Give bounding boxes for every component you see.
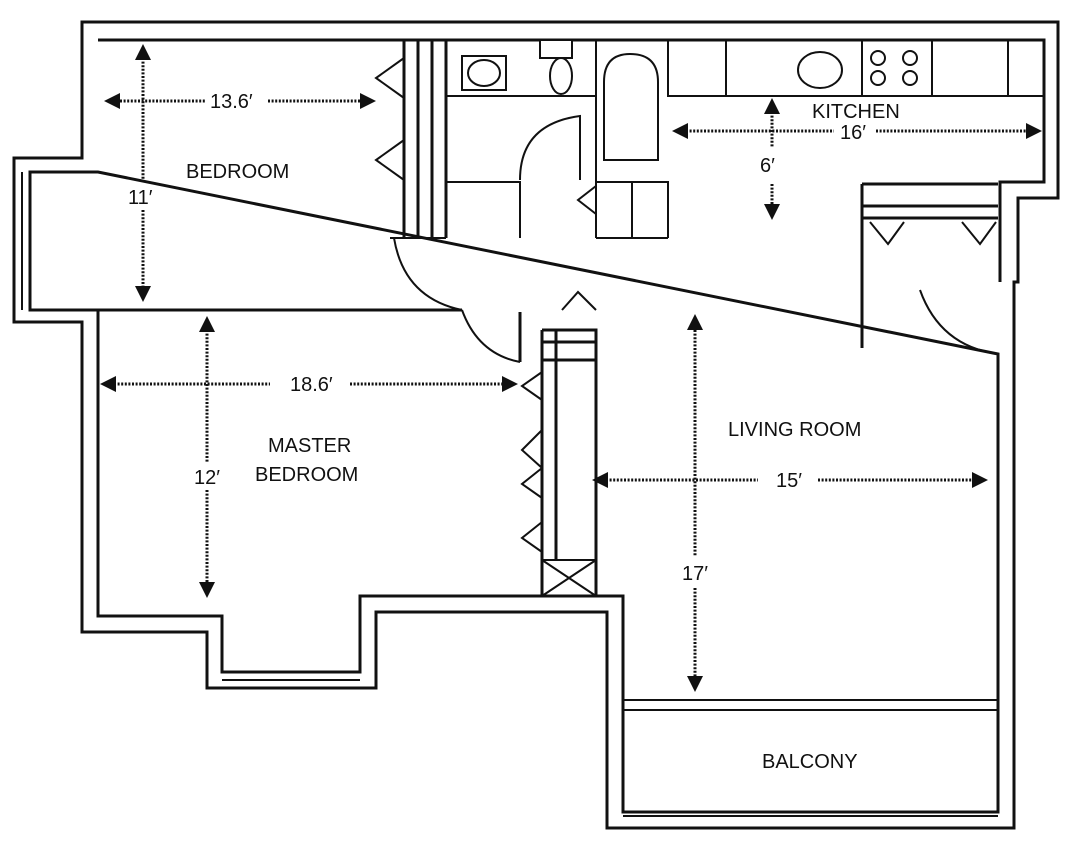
arrow-up-icon xyxy=(687,314,703,330)
arrow-right-icon xyxy=(502,376,518,392)
master-depth-label: 12′ xyxy=(194,467,220,489)
bedroom-label: BEDROOM xyxy=(186,161,289,183)
arrow-left-icon xyxy=(100,376,116,392)
doors xyxy=(374,57,999,553)
kitchen-width-label: 16′ xyxy=(840,122,866,144)
arrow-down-icon xyxy=(764,204,780,220)
master-bedroom-label-line2: BEDROOM xyxy=(255,464,358,486)
dimension-labels: 13.6′ 11′ 16′ 6′ 18.6′ 12′ 15′ 17′ xyxy=(128,91,866,585)
arrow-up-icon xyxy=(135,44,151,60)
living-room-label: LIVING ROOM xyxy=(728,419,861,441)
kitchen-label: KITCHEN xyxy=(812,101,900,123)
arrow-down-icon xyxy=(199,582,215,598)
arrow-up-icon xyxy=(199,316,215,332)
arrow-right-icon xyxy=(1026,123,1042,139)
arrow-up-icon xyxy=(764,98,780,114)
kitchen-depth-label: 6′ xyxy=(760,155,775,177)
dimension-arrows xyxy=(100,44,1042,692)
kitchen-sink-icon xyxy=(797,51,843,89)
bedroom-width-label: 13.6′ xyxy=(210,91,253,113)
fixtures xyxy=(461,39,918,161)
arrow-left-icon xyxy=(104,93,120,109)
arrow-left-icon xyxy=(672,123,688,139)
arrow-left-icon xyxy=(592,472,608,488)
arrow-right-icon xyxy=(972,472,988,488)
sink-icon xyxy=(467,59,501,87)
stove-icon xyxy=(870,50,918,86)
living-width-label: 15′ xyxy=(776,470,802,492)
toilet-icon xyxy=(549,57,573,95)
exterior-walls xyxy=(12,20,1060,830)
bathtub-icon xyxy=(603,52,659,161)
living-depth-label: 17′ xyxy=(682,563,708,585)
master-width-label: 18.6′ xyxy=(290,374,333,396)
interior-walls xyxy=(98,40,1044,597)
arrow-down-icon xyxy=(135,286,151,302)
balcony-label: BALCONY xyxy=(762,751,858,773)
master-bedroom-label-line1: MASTER xyxy=(268,435,351,457)
arrow-right-icon xyxy=(360,93,376,109)
arrow-down-icon xyxy=(687,676,703,692)
dimension-lines xyxy=(114,58,1028,678)
bedroom-depth-label: 11′ xyxy=(128,187,153,209)
room-labels: BEDROOM KITCHEN MASTER BEDROOM LIVING RO… xyxy=(186,101,900,773)
